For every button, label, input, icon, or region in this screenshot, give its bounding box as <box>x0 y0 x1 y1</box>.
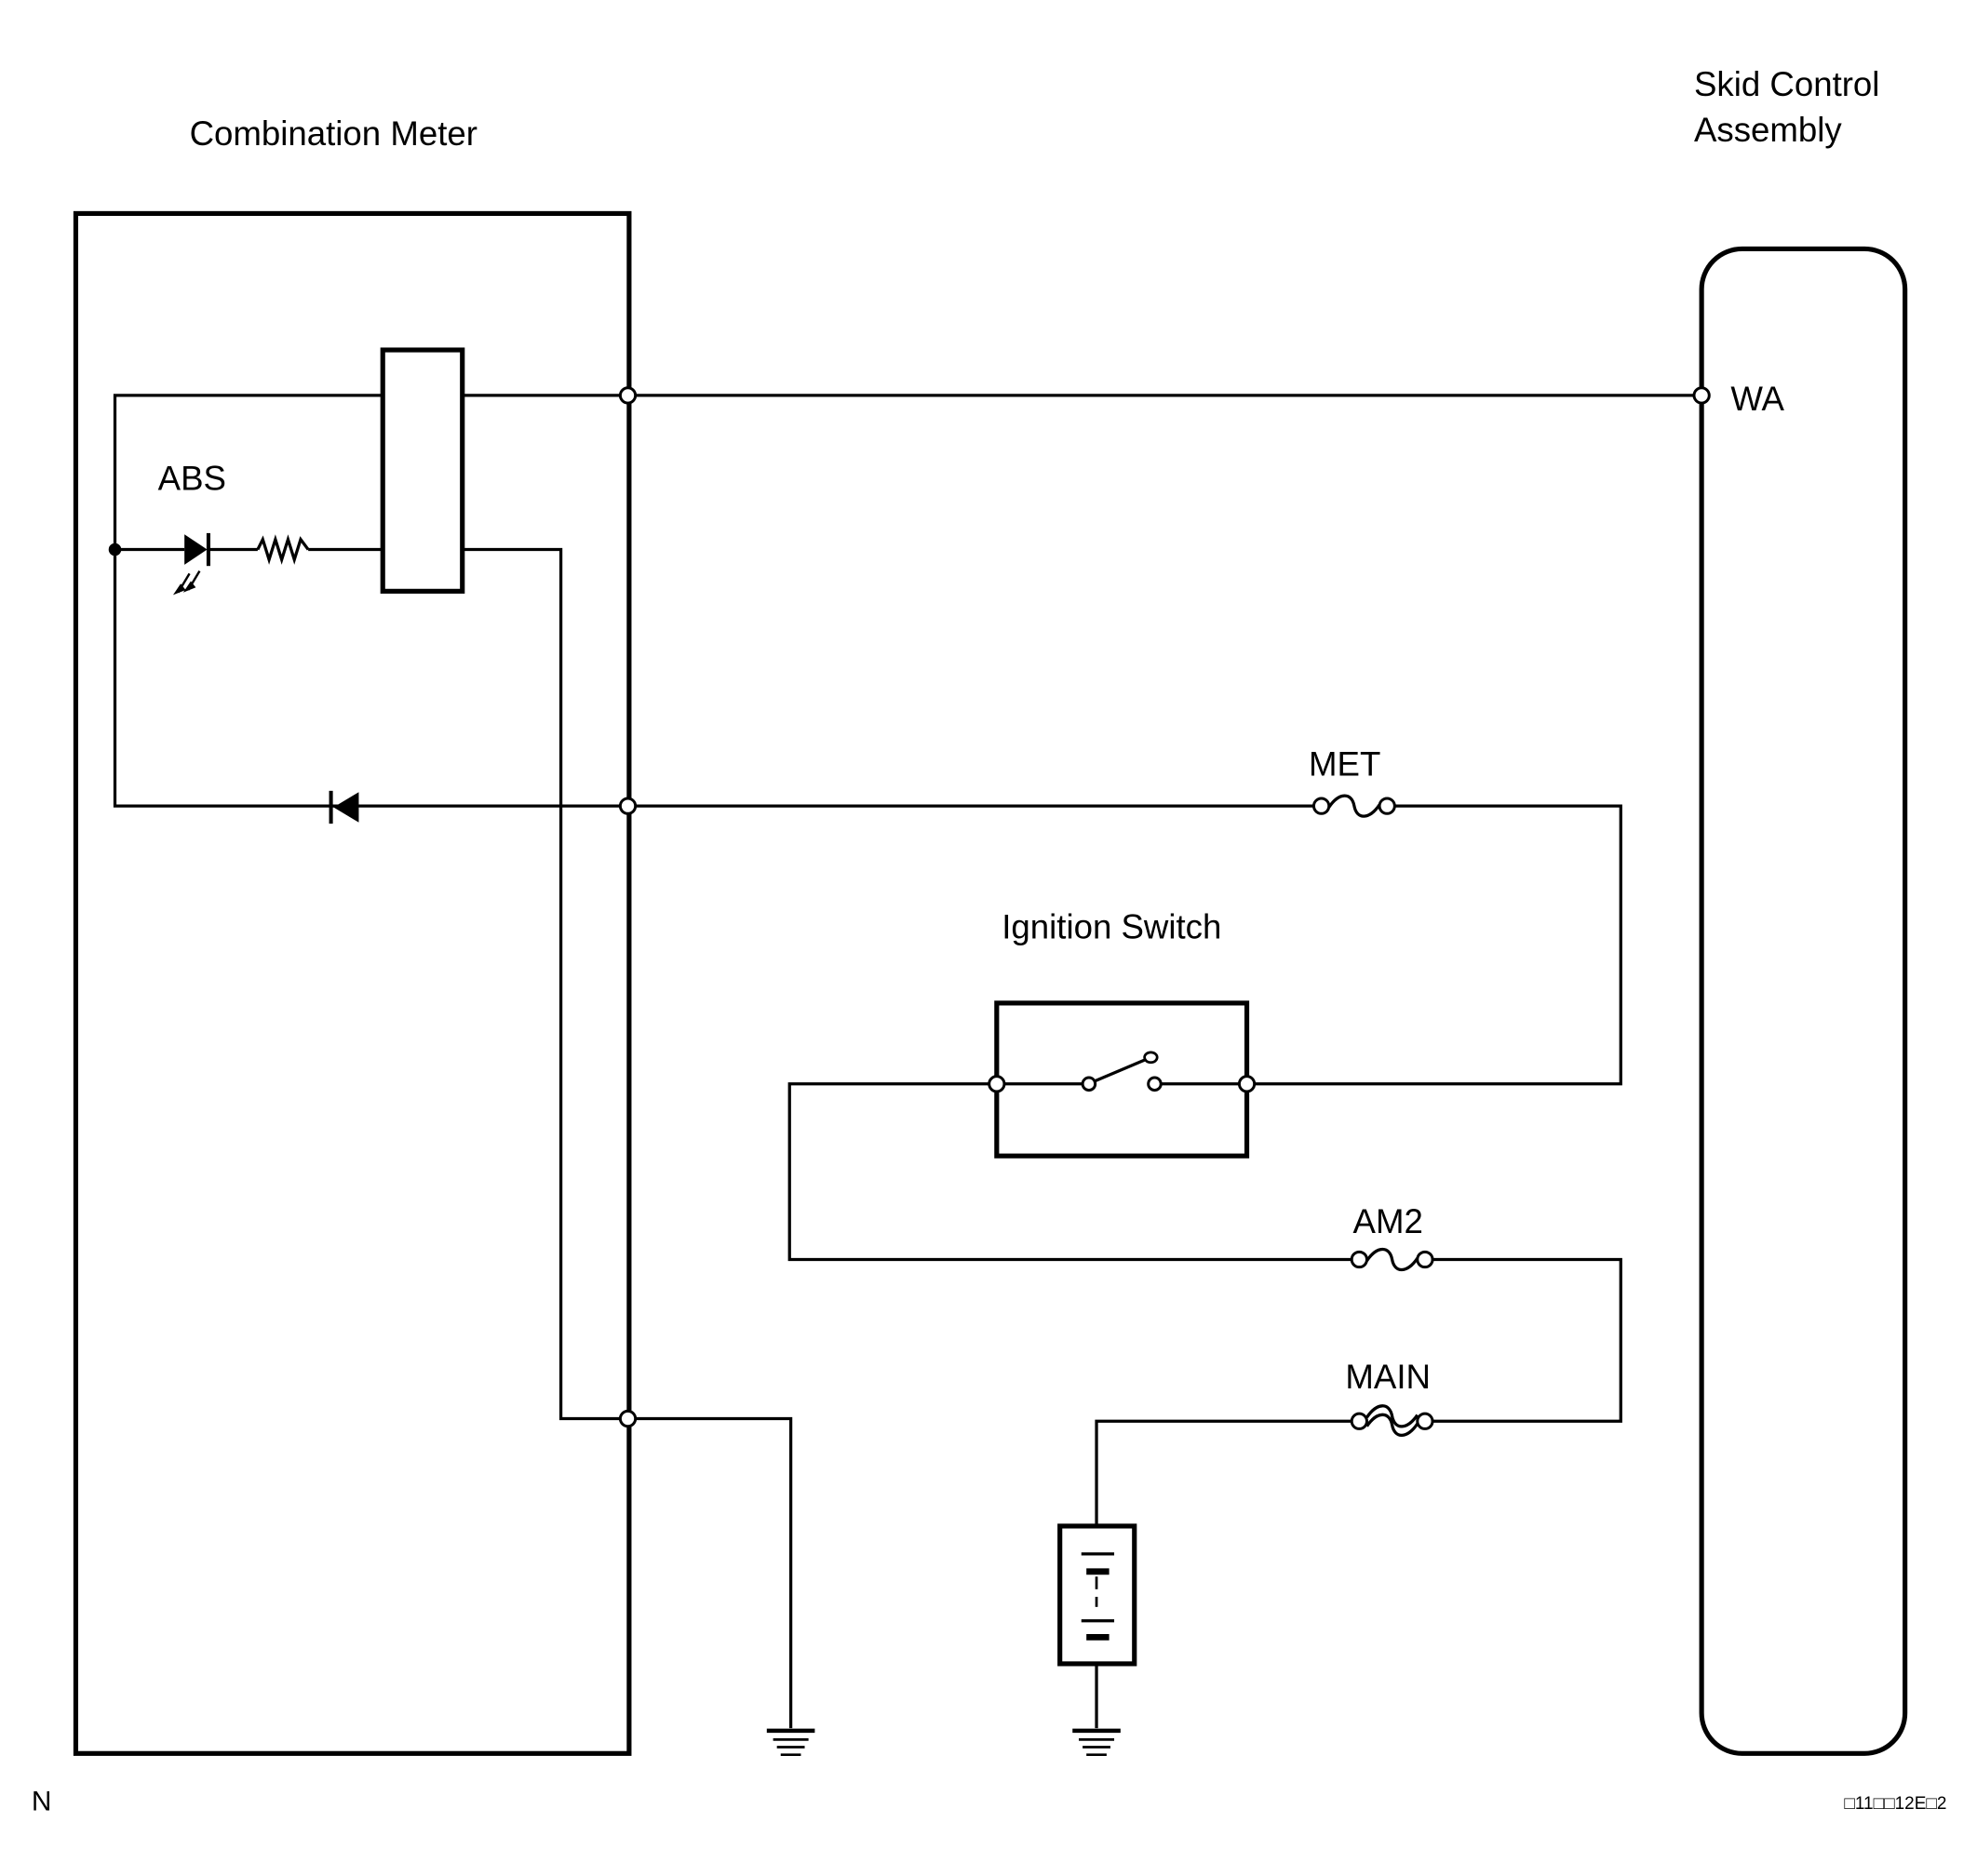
main-fusible-link-icon <box>1350 1404 1434 1437</box>
wire-ic-to-ground-terminal <box>462 547 793 1729</box>
wa-terminal <box>1692 386 1711 405</box>
meter-terminal-bottom <box>618 1409 638 1428</box>
meter-terminal-middle <box>618 797 638 815</box>
main-fuse-label: MAIN <box>1345 1358 1431 1396</box>
ignition-switch-title: Ignition Switch <box>1002 908 1221 946</box>
combination-meter-title: Combination Meter <box>190 114 477 153</box>
am2-fuse-icon <box>1350 1247 1434 1272</box>
ignition-switch-box <box>994 1000 1250 1159</box>
skid-control-title-line2: Assembly <box>1694 111 1842 149</box>
meter-terminal-top <box>618 386 638 405</box>
wire-ig-left <box>787 1082 1352 1262</box>
figure-code: □11□□12E□2 <box>1844 1794 1946 1814</box>
met-fuse-icon <box>1311 794 1396 818</box>
battery-icon <box>1081 1552 1115 1641</box>
corner-mark: N <box>32 1786 52 1816</box>
resistor-icon <box>256 534 310 565</box>
diode-icon <box>329 790 359 824</box>
wire-ic-top-left <box>113 394 628 808</box>
skid-control-assembly-box <box>1699 246 1908 1756</box>
wire-main-left <box>1095 1419 1352 1526</box>
meter-ic-block <box>380 347 465 594</box>
wire-met-right <box>1246 804 1622 1086</box>
wa-terminal-label: WA <box>1730 380 1784 418</box>
battery-box <box>1057 1523 1137 1667</box>
combination-meter-box <box>73 210 632 1756</box>
ground-icon-battery <box>1072 1728 1121 1757</box>
met-fuse-label: MET <box>1309 745 1380 784</box>
ignition-switch-contact-icon <box>988 1051 1257 1093</box>
ground-icon-meter <box>766 1728 815 1757</box>
skid-control-title-line1: Skid Control <box>1694 65 1879 103</box>
am2-fuse-label: AM2 <box>1353 1202 1423 1240</box>
wire-am2-right <box>1432 1257 1622 1423</box>
junction-dot <box>108 543 122 556</box>
abs-label: ABS <box>158 460 226 498</box>
abs-led-icon <box>172 532 210 596</box>
